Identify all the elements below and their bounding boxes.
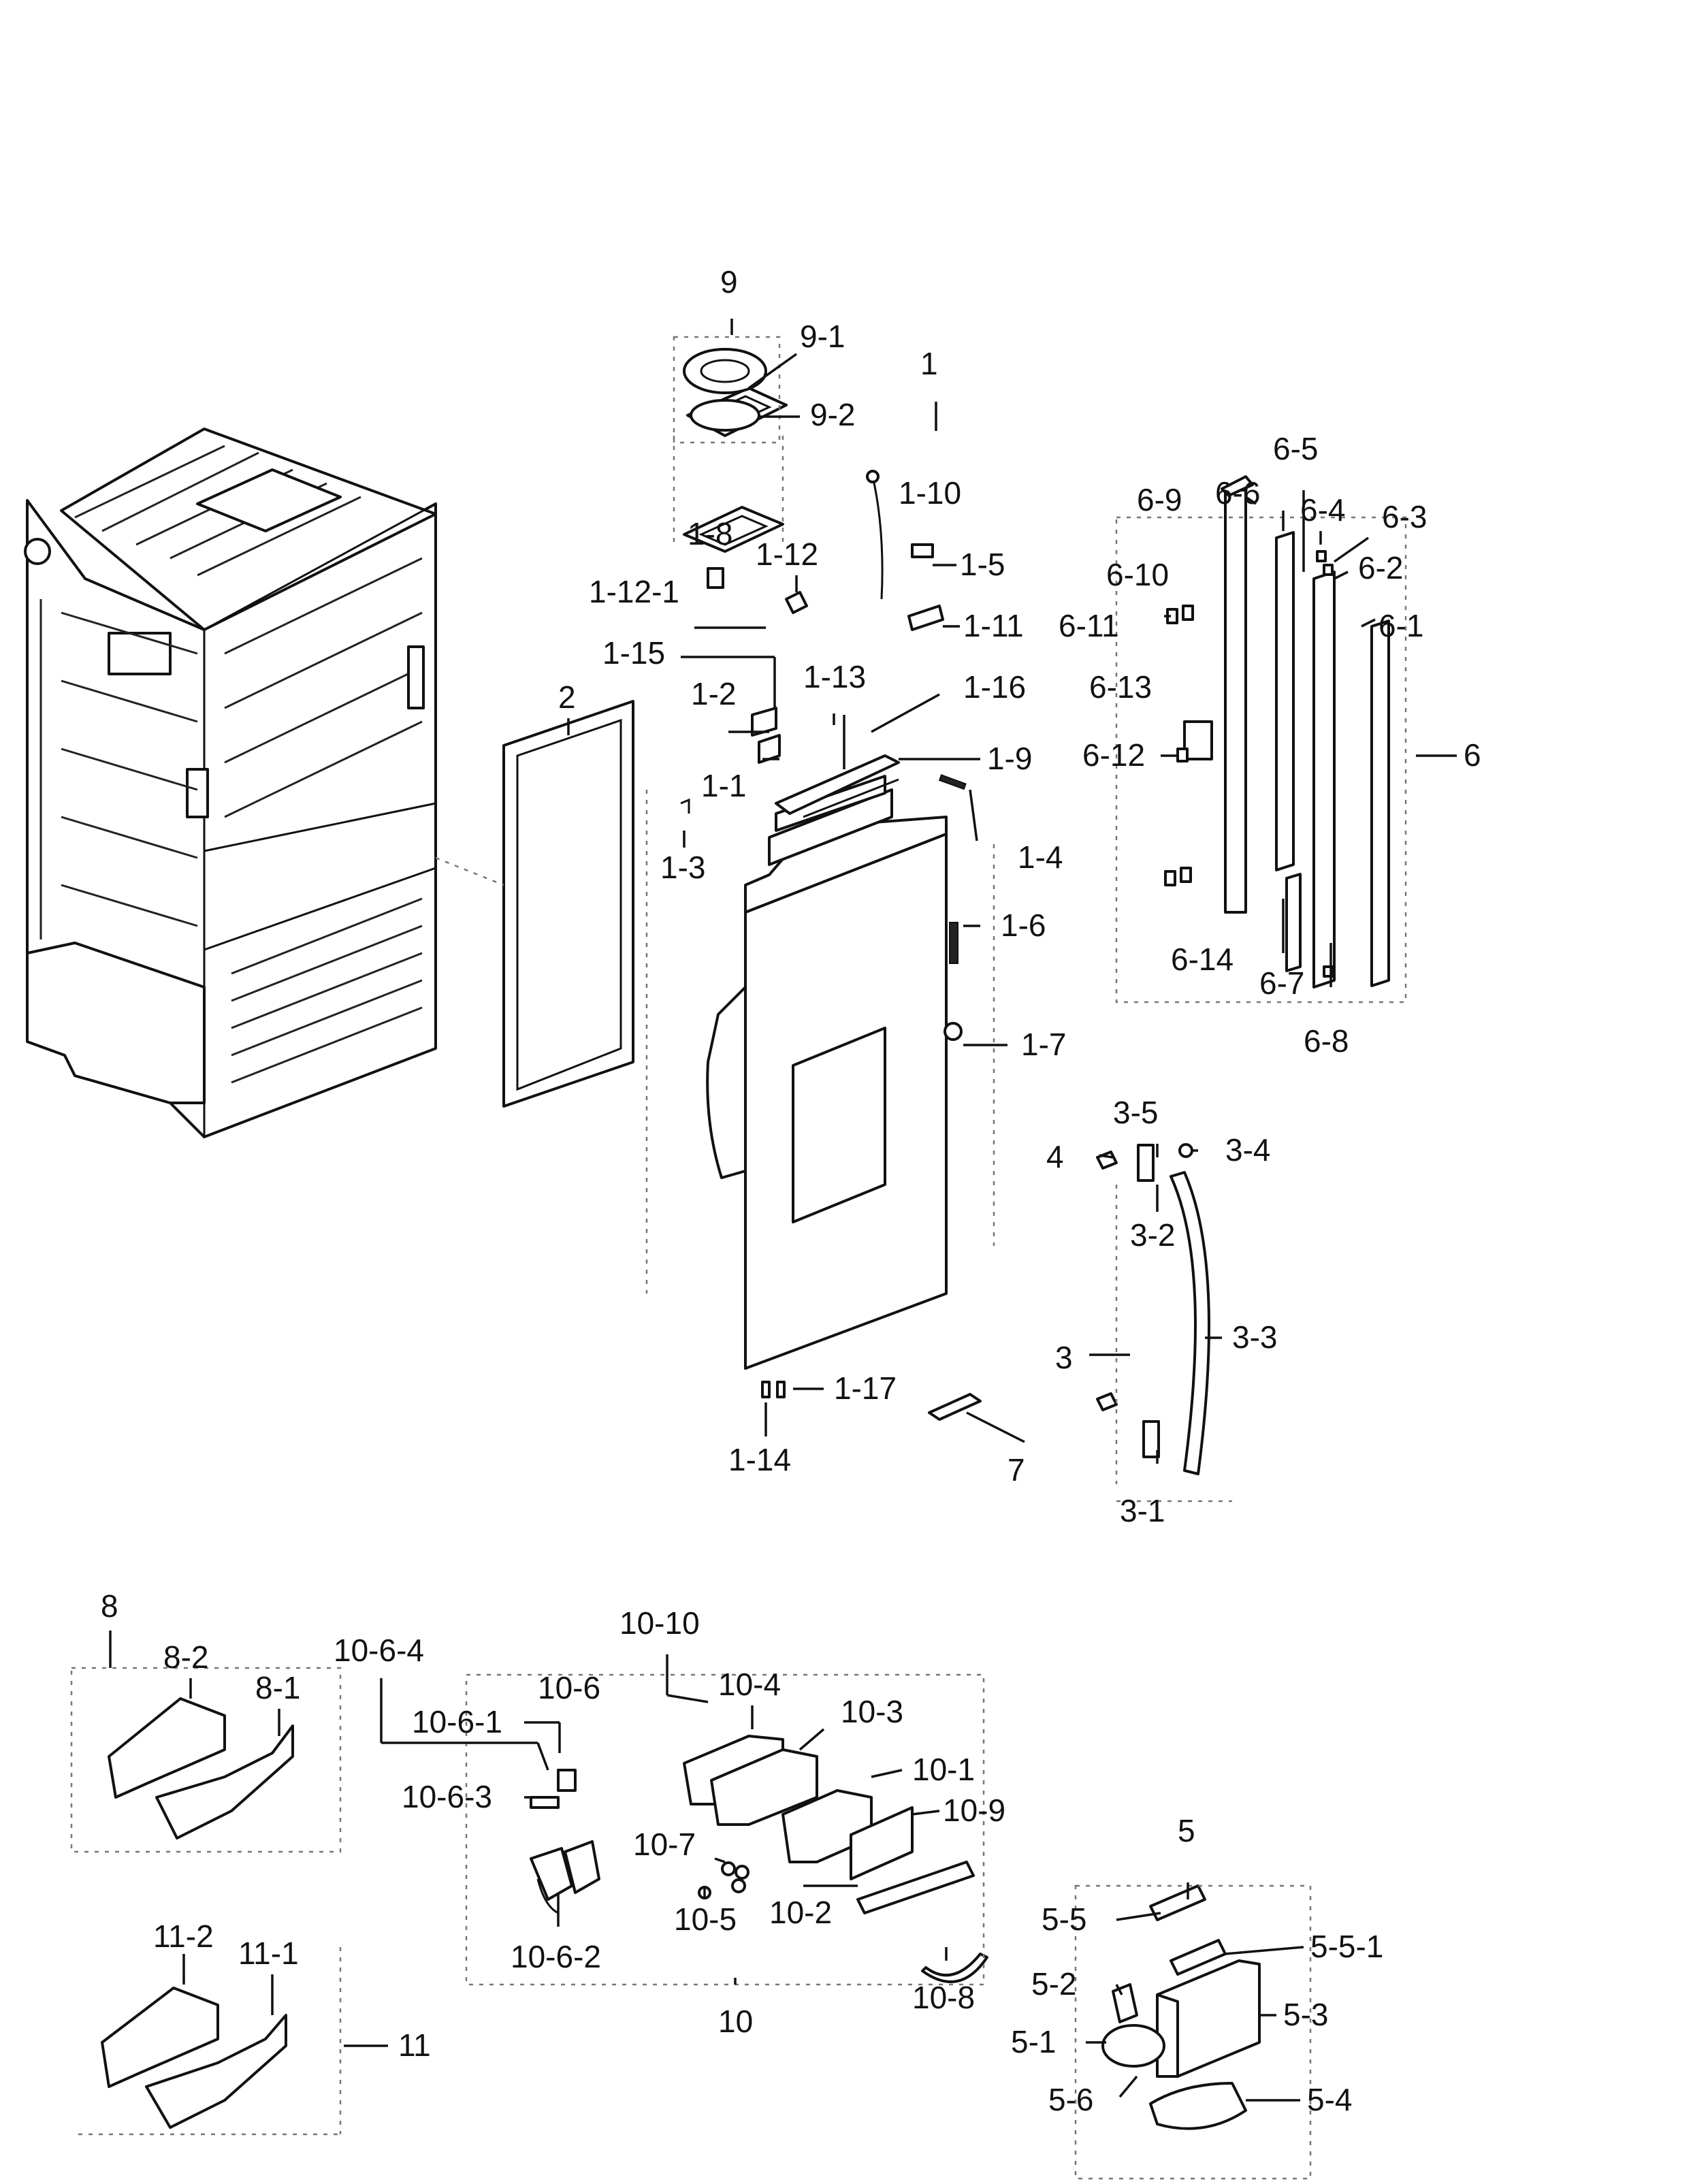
- label-9-1: 9-1: [800, 319, 845, 354]
- label-10-6-1: 10-6-1: [412, 1704, 502, 1739]
- label-5-6: 5-6: [1048, 2082, 1093, 2117]
- label-11-1: 11-1: [238, 1936, 299, 1971]
- label-7: 7: [1007, 1452, 1025, 1488]
- label-1-3: 1-3: [660, 850, 705, 885]
- label-1-7: 1-7: [1021, 1027, 1066, 1062]
- label-6-14: 6-14: [1171, 942, 1234, 977]
- label-10-6-2: 10-6-2: [511, 1939, 601, 1974]
- label-6-1: 6-1: [1378, 608, 1423, 643]
- label-1-15: 1-15: [602, 635, 665, 671]
- refrigerator-cabinet: [24, 428, 437, 1139]
- label-6: 6: [1464, 737, 1481, 773]
- label-10-1: 10-1: [912, 1752, 975, 1787]
- label-6-8: 6-8: [1304, 1023, 1349, 1059]
- label-1-9: 1-9: [987, 741, 1032, 776]
- label-3: 3: [1055, 1340, 1073, 1375]
- label-1-2: 1-2: [691, 676, 736, 711]
- label-8: 8: [101, 1588, 118, 1624]
- label-10-2: 10-2: [769, 1895, 832, 1930]
- part-8-tray: [70, 1667, 342, 1853]
- label-10-4: 10-4: [718, 1667, 781, 1702]
- label-6-10: 6-10: [1106, 557, 1169, 592]
- label-10-3: 10-3: [841, 1694, 903, 1729]
- leader-lines: [109, 319, 1457, 2102]
- label-6-12: 6-12: [1082, 737, 1145, 773]
- door-handle: [1096, 1143, 1232, 1503]
- label-1-8: 1-8: [688, 516, 732, 551]
- label-5: 5: [1178, 1813, 1195, 1848]
- label-3-5: 3-5: [1113, 1095, 1158, 1130]
- label-3-2: 3-2: [1130, 1217, 1175, 1253]
- label-1-14: 1-14: [728, 1442, 791, 1477]
- label-10-6-3: 10-6-3: [402, 1779, 492, 1814]
- label-9-2: 9-2: [810, 397, 855, 432]
- label-1-10: 1-10: [899, 475, 961, 511]
- label-10-7: 10-7: [633, 1827, 696, 1862]
- label-1: 1: [920, 346, 938, 381]
- label-10-10: 10-10: [619, 1605, 700, 1641]
- label-1-11: 1-11: [963, 608, 1024, 643]
- label-8-2: 8-2: [163, 1639, 208, 1675]
- label-5-5-1: 5-5-1: [1310, 1929, 1383, 1964]
- label-10-8: 10-8: [912, 1980, 975, 2015]
- label-5-1: 5-1: [1011, 2024, 1056, 2059]
- callout-labels: 9 9-1 9-2 1 1-10 1-5 1-11 1-8 1-12 1-12-…: [101, 264, 1481, 2117]
- label-6-7: 6-7: [1259, 965, 1304, 1001]
- label-11: 11: [398, 2027, 431, 2063]
- label-5-2: 5-2: [1031, 1966, 1076, 2002]
- part-9-cap: [673, 336, 781, 444]
- part-11-tray: [78, 1947, 342, 2136]
- label-6-9: 6-9: [1137, 482, 1182, 517]
- door-gasket: [435, 700, 634, 1108]
- label-3-4: 3-4: [1225, 1132, 1270, 1168]
- label-10-9: 10-9: [943, 1793, 1005, 1828]
- part-7-strip: [928, 1393, 982, 1421]
- label-1-6: 1-6: [1001, 908, 1046, 943]
- label-5-4: 5-4: [1307, 2082, 1352, 2117]
- label-1-12-1: 1-12-1: [589, 574, 679, 609]
- door-trim-assembly: [1115, 475, 1407, 1003]
- label-1-5: 1-5: [960, 547, 1005, 582]
- label-6-5: 6-5: [1273, 431, 1318, 466]
- label-3-3: 3-3: [1232, 1319, 1277, 1355]
- label-1-1: 1-1: [701, 768, 746, 803]
- label-1-12: 1-12: [756, 536, 818, 572]
- label-1-16: 1-16: [963, 669, 1026, 705]
- part-5-ice-maker: [1074, 1884, 1312, 2180]
- label-1-13: 1-13: [803, 659, 866, 694]
- label-10-5: 10-5: [674, 1901, 737, 1937]
- label-10-6-4: 10-6-4: [334, 1633, 424, 1668]
- label-2: 2: [558, 679, 576, 715]
- label-3-1: 3-1: [1120, 1493, 1165, 1528]
- label-6-2: 6-2: [1358, 550, 1403, 585]
- fresh-food-door: [645, 775, 995, 1370]
- part-10-dispenser: [465, 1673, 988, 1986]
- label-6-6: 6-6: [1215, 475, 1260, 511]
- label-11-2: 11-2: [153, 1918, 214, 1954]
- label-8-1: 8-1: [255, 1670, 300, 1705]
- label-5-5: 5-5: [1042, 1901, 1086, 1937]
- label-6-13: 6-13: [1089, 669, 1152, 705]
- label-10-6: 10-6: [538, 1670, 600, 1705]
- label-6-11: 6-11: [1059, 608, 1119, 643]
- label-4: 4: [1046, 1139, 1064, 1174]
- label-1-17: 1-17: [834, 1370, 897, 1406]
- label-5-3: 5-3: [1283, 1997, 1328, 2032]
- label-9: 9: [720, 264, 738, 300]
- label-1-4: 1-4: [1018, 839, 1063, 875]
- label-6-4: 6-4: [1300, 492, 1345, 528]
- label-6-3: 6-3: [1382, 499, 1427, 534]
- label-10: 10: [718, 2004, 753, 2039]
